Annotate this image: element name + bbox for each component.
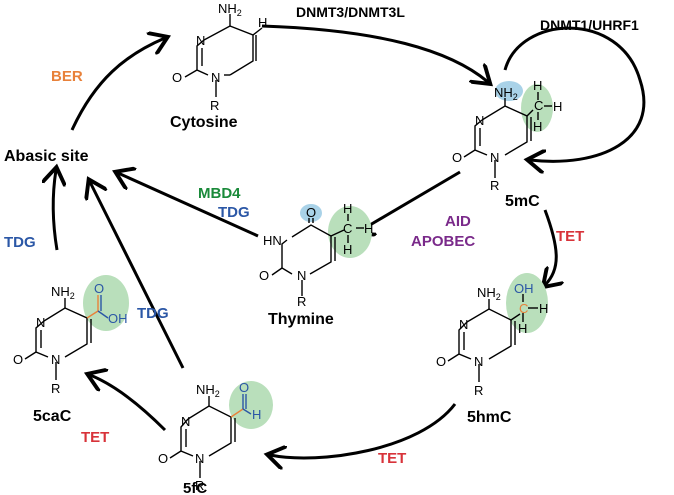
arrow-5hmc-to-5fc: [270, 403, 457, 458]
5mc-h2: H: [553, 99, 562, 114]
5fc-nh2: NH2: [196, 382, 220, 399]
5mc-nh2: NH2: [494, 85, 518, 102]
cytosine-n3: N: [196, 33, 205, 48]
label-tdg-left: TDG: [4, 234, 36, 251]
label-cytosine: Cytosine: [170, 114, 238, 131]
cytosine-o: O: [172, 70, 182, 85]
5cac-structure: NH2 N O N R O OH: [13, 275, 129, 396]
5mc-h3: H: [533, 119, 542, 134]
arrow-5caC-to-abasic: [53, 170, 57, 251]
arrow-5mc-to-5hmc: [545, 209, 556, 285]
label-tet-5mc: TET: [556, 228, 584, 245]
5mc-n1: N: [490, 150, 499, 165]
5mc-structure: NH2 N O N R C H H H: [452, 78, 562, 193]
label-tet-5hmc: TET: [378, 450, 406, 467]
thymine-h1: H: [343, 201, 352, 216]
5mc-c: C: [534, 98, 543, 113]
label-tdg-thymine: TDG: [218, 204, 250, 221]
thymine-n1: N: [297, 268, 306, 283]
5fc-o: O: [158, 451, 168, 466]
label-ber: BER: [51, 68, 83, 85]
label-thymine: Thymine: [268, 311, 334, 328]
5fc-n3: N: [181, 414, 190, 429]
label-abasic-site: Abasic site: [4, 148, 89, 165]
label-tet-5cac: TET: [81, 429, 109, 446]
5hmc-h1: H: [539, 301, 548, 316]
label-5mc: 5mC: [505, 193, 540, 210]
5mc-h1: H: [533, 78, 542, 93]
arrow-5fc-to-abasic: [90, 182, 185, 369]
arrow-dnmt1-loop: [503, 26, 646, 161]
arrow-abasic-to-cytosine: [70, 38, 165, 131]
5hmc-n3: N: [459, 317, 468, 332]
arrow-5mc-to-thymine: [358, 170, 461, 232]
label-dnmt1-uhrf1: DNMT1/UHRF1: [540, 17, 639, 33]
cytosine-nh2: NH2: [218, 1, 242, 18]
5fc-n1: N: [195, 451, 204, 466]
label-mbd4: MBD4: [198, 185, 241, 202]
label-tdg-5fc: TDG: [137, 305, 169, 322]
thymine-h3: H: [343, 242, 352, 257]
5hmc-c: C: [519, 301, 528, 316]
arrow-5fc-to-5cac: [90, 375, 167, 432]
thymine-c: C: [343, 221, 352, 236]
5mc-o: O: [452, 150, 462, 165]
5hmc-r: R: [474, 383, 483, 398]
label-5fc: 5fC: [183, 480, 207, 495]
label-dnmt3-dnmt3l: DNMT3/DNMT3L: [296, 4, 405, 20]
5cac-oh: OH: [108, 311, 128, 326]
5cac-o: O: [13, 352, 23, 367]
5cac-r: R: [51, 381, 60, 396]
5cac-n1: N: [51, 352, 60, 367]
label-5hmc: 5hmC: [467, 409, 512, 426]
5cac-nh2: NH2: [51, 284, 75, 301]
cytosine-structure: NH2 N O N R H: [172, 1, 267, 113]
thymine-structure: O HN O N R C H H H: [259, 201, 373, 309]
thymine-hn: HN: [263, 233, 282, 248]
thymine-o2: O: [259, 268, 269, 283]
label-aid: AID: [445, 213, 471, 230]
5hmc-oh: OH: [514, 281, 534, 296]
thymine-h2: H: [364, 221, 373, 236]
5cac-o-carbonyl: O: [94, 281, 104, 296]
label-apobec: APOBEC: [411, 233, 475, 250]
thymine-o4: O: [306, 205, 316, 220]
5fc-r: R: [195, 478, 204, 493]
5hmc-o: O: [436, 354, 446, 369]
5fc-o-aldehyde: O: [239, 380, 249, 395]
5hmc-n1: N: [474, 354, 483, 369]
arrow-cytosine-to-5mc: [261, 24, 488, 82]
5hmc-nh2: NH2: [477, 285, 501, 302]
5fc-structure: NH2 N O N R O H: [158, 380, 273, 493]
5hmc-structure: NH2 N O N R C OH H H: [436, 273, 548, 398]
arrow-thymine-to-abasic: [118, 173, 259, 238]
5mc-r: R: [490, 178, 499, 193]
cytosine-h: H: [258, 15, 267, 30]
thymine-r: R: [297, 294, 306, 309]
cytosine-r: R: [210, 98, 219, 113]
5mc-n3: N: [475, 113, 484, 128]
5hmc-h2: H: [518, 321, 527, 336]
5fc-h: H: [252, 407, 261, 422]
5cac-n3: N: [36, 315, 45, 330]
cytosine-n1: N: [211, 70, 220, 85]
label-5cac: 5caC: [33, 408, 72, 425]
